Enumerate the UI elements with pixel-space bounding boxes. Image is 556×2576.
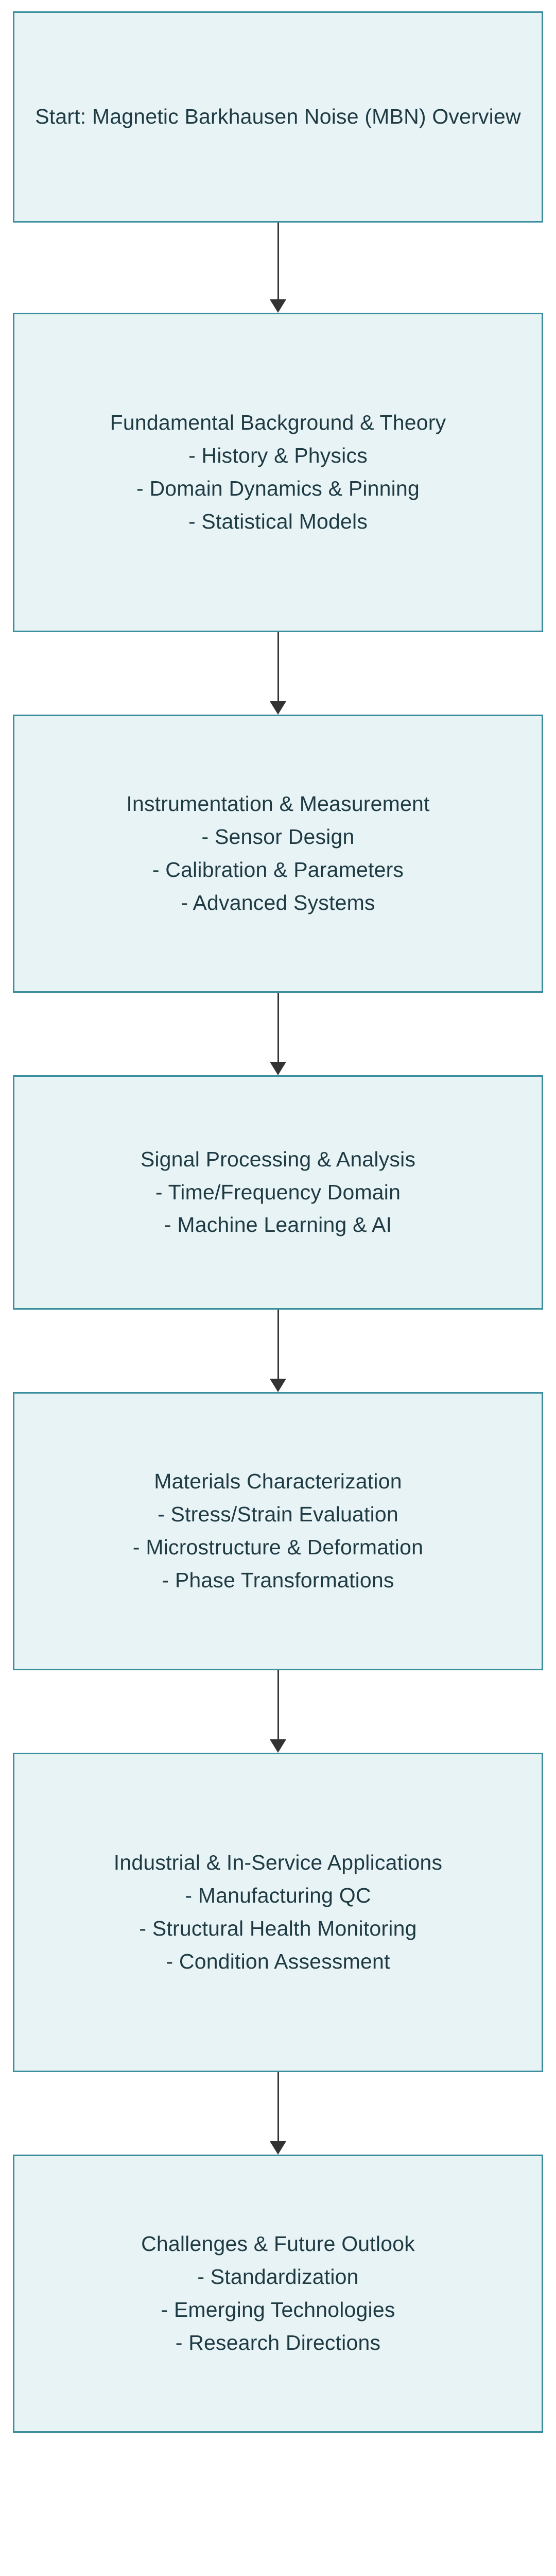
flow-node-item: - Statistical Models <box>188 509 368 533</box>
flow-arrow-fundamentals-to-instrumentation <box>13 632 543 715</box>
flow-node-item: - Calibration & Parameters <box>152 858 404 882</box>
flow-node-title: Start: Magnetic Barkhausen Noise (MBN) O… <box>35 105 521 129</box>
flow-node-item: - Machine Learning & AI <box>164 1213 392 1237</box>
flow-node-signal-processing[interactable]: Signal Processing & Analysis - Time/Freq… <box>13 1075 543 1310</box>
flow-node-title: Signal Processing & Analysis <box>140 1147 416 1171</box>
flow-node-item: - Structural Health Monitoring <box>139 1917 417 1940</box>
arrow-head-icon <box>270 1379 286 1392</box>
flow-node-item: - Phase Transformations <box>162 1568 394 1592</box>
arrow-stem <box>277 223 279 299</box>
flow-node-start[interactable]: Start: Magnetic Barkhausen Noise (MBN) O… <box>13 11 543 223</box>
flow-node-item: - Standardization <box>197 2265 359 2289</box>
flow-node-title: Fundamental Background & Theory <box>110 411 446 435</box>
arrow-head-icon <box>270 701 286 715</box>
flow-node-item: - Advanced Systems <box>181 890 375 914</box>
arrow-stem <box>277 632 279 701</box>
flow-node-title: Industrial & In-Service Applications <box>113 1851 443 1875</box>
flow-node-item: - Research Directions <box>175 2330 381 2354</box>
arrow-stem <box>277 2072 279 2141</box>
flow-arrow-signal-processing-to-materials <box>13 1310 543 1392</box>
flow-node-item: - Manufacturing QC <box>185 1884 371 1908</box>
flow-node-item: - Emerging Technologies <box>161 2298 395 2321</box>
flow-node-fundamentals[interactable]: Fundamental Background & Theory - Histor… <box>13 313 543 632</box>
flow-arrow-instrumentation-to-signal-processing <box>13 993 543 1075</box>
arrow-stem <box>277 993 279 1062</box>
arrow-stem <box>277 1670 279 1739</box>
flow-node-title: Challenges & Future Outlook <box>141 2232 415 2256</box>
flow-node-item: - Time/Frequency Domain <box>155 1180 401 1204</box>
flow-arrow-applications-to-outlook <box>13 2072 543 2155</box>
flow-node-outlook[interactable]: Challenges & Future Outlook - Standardiz… <box>13 2155 543 2433</box>
flow-node-title: Materials Characterization <box>154 1469 402 1494</box>
flow-node-applications[interactable]: Industrial & In-Service Applications - M… <box>13 1753 543 2072</box>
arrow-head-icon <box>270 1739 286 1753</box>
flow-node-instrumentation[interactable]: Instrumentation & Measurement - Sensor D… <box>13 715 543 993</box>
flow-node-item: - Stress/Strain Evaluation <box>158 1502 398 1527</box>
flow-node-item: - Domain Dynamics & Pinning <box>136 477 420 500</box>
flow-node-materials[interactable]: Materials Characterization - Stress/Stra… <box>13 1392 543 1670</box>
arrow-head-icon <box>270 299 286 313</box>
flow-node-item: - Microstructure & Deformation <box>132 1535 424 1559</box>
arrow-stem <box>277 1310 279 1379</box>
arrow-head-icon <box>270 1062 286 1075</box>
flow-node-item: - Sensor Design <box>201 825 355 849</box>
arrow-head-icon <box>270 2141 286 2155</box>
flow-node-item: - Condition Assessment <box>166 1949 390 1973</box>
flow-arrow-materials-to-applications <box>13 1670 543 1753</box>
flow-node-title: Instrumentation & Measurement <box>126 792 430 816</box>
flow-node-item: - History & Physics <box>188 444 368 468</box>
flow-arrow-start-to-fundamentals <box>13 223 543 313</box>
